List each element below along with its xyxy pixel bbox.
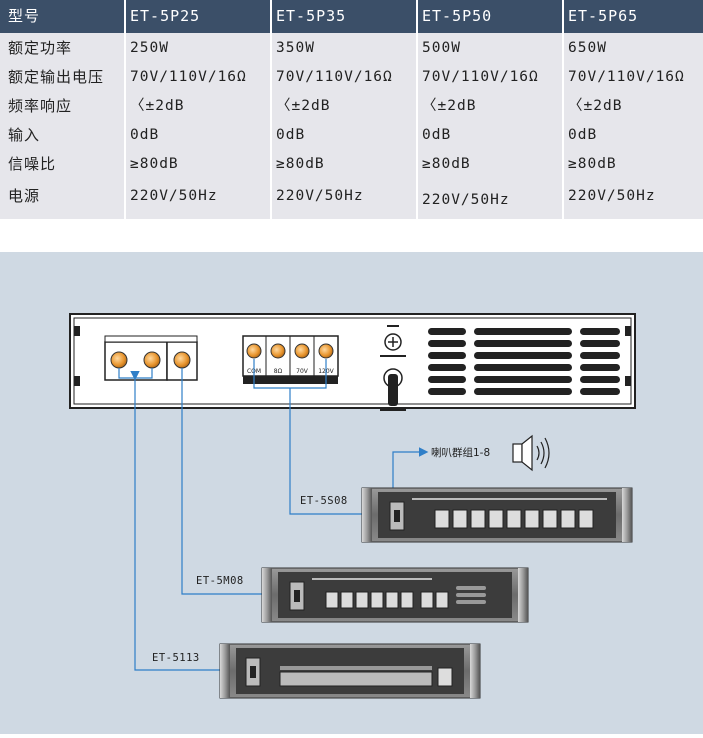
amplifier-rear-panel: COM 8Ω 70V 120V [69, 313, 636, 411]
speaker-group-label: 喇叭群组1-8 [431, 446, 490, 459]
column-divider [416, 0, 418, 219]
spec-table: 型号 ET-5P25 ET-5P35 ET-5P50 ET-5P65 额定功率 … [0, 0, 703, 219]
model-header-4: ET-5P65 [564, 0, 703, 33]
snr-value: ≥80dB [276, 156, 325, 172]
model-header-2: ET-5P35 [272, 0, 416, 33]
frequency-value: 〈±2dB [130, 98, 185, 114]
power-value: 500W [422, 40, 461, 56]
wiring-diagram-svg: COM 8Ω 70V 120V [69, 313, 636, 699]
frequency-value: 〈±2dB [422, 98, 477, 114]
ground-icon [380, 325, 406, 357]
rack-unit-et-5s08 [361, 487, 633, 543]
row-label-voltage: 额定输出电压 [8, 68, 105, 86]
speaker-icon [512, 434, 550, 472]
power-supply-value: 220V/50Hz [422, 192, 510, 208]
snr-value: ≥80dB [568, 156, 617, 172]
model-header-1: ET-5P25 [126, 0, 270, 33]
voltage-value: 70V/110V/16Ω [422, 69, 539, 85]
terminal-label: 8Ω [274, 368, 283, 375]
frequency-value: 〈±2dB [568, 98, 623, 114]
input-value: 0dB [130, 127, 160, 143]
power-supply-value: 220V/50Hz [568, 188, 656, 204]
device-label-et-5s08: ET-5S08 [300, 495, 348, 507]
power-value: 350W [276, 40, 315, 56]
power-value: 250W [130, 40, 169, 56]
power-value: 650W [568, 40, 607, 56]
voltage-value: 70V/110V/16Ω [130, 69, 247, 85]
power-cord [380, 368, 406, 411]
device-label-et-5m08: ET-5M08 [196, 575, 244, 587]
header-label: 型号 [0, 0, 124, 33]
wiring-diagram: COM 8Ω 70V 120V [0, 252, 703, 734]
row-label-snr: 信噪比 [8, 155, 57, 173]
column-divider [124, 0, 126, 219]
rack-unit-et-5m08 [261, 567, 529, 623]
row-label-power-supply: 电源 [8, 187, 41, 205]
row-label-input: 输入 [8, 126, 41, 144]
row-label-power: 额定功率 [8, 39, 73, 57]
terminal-label: 70V [296, 368, 309, 375]
column-divider [270, 0, 272, 219]
vent-grille [428, 328, 620, 395]
input-value: 0dB [422, 127, 452, 143]
wiring-lines [118, 359, 429, 671]
column-divider [562, 0, 564, 219]
snr-value: ≥80dB [422, 156, 471, 172]
voltage-value: 70V/110V/16Ω [568, 69, 685, 85]
input-value: 0dB [568, 127, 598, 143]
rack-unit-et-5113 [219, 643, 481, 699]
row-label-frequency: 频率响应 [8, 97, 73, 115]
frequency-value: 〈±2dB [276, 98, 331, 114]
device-label-et-5113: ET-5113 [152, 652, 200, 664]
input-terminal-block [104, 335, 198, 381]
input-value: 0dB [276, 127, 306, 143]
voltage-value: 70V/110V/16Ω [276, 69, 393, 85]
model-header-3: ET-5P50 [418, 0, 562, 33]
power-supply-value: 220V/50Hz [276, 188, 364, 204]
power-supply-value: 220V/50Hz [130, 188, 218, 204]
speaker-output-terminals: COM 8Ω 70V 120V [242, 335, 339, 384]
snr-value: ≥80dB [130, 156, 179, 172]
